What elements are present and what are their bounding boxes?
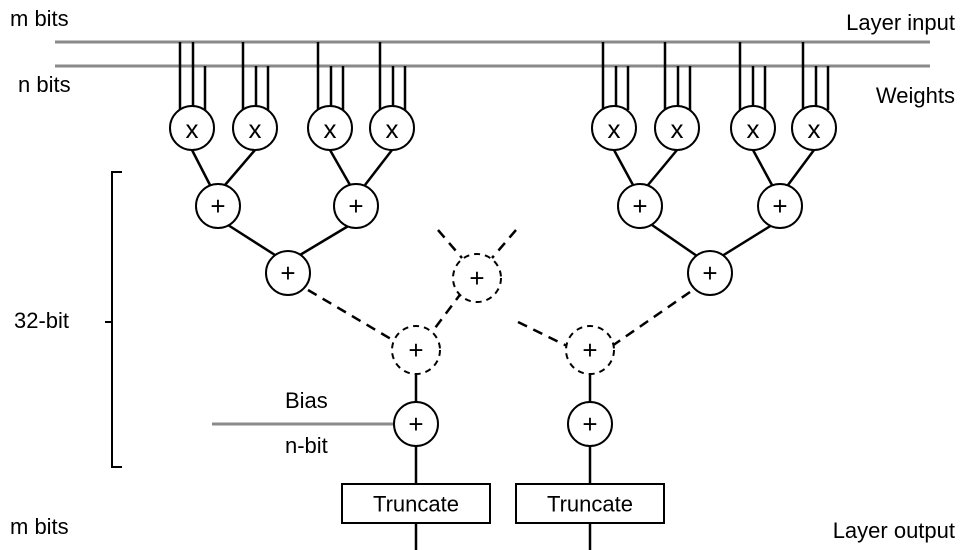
svg-text:x: x	[608, 114, 621, 144]
right-input-taps	[601, 42, 830, 110]
label-32-bit: 32-bit	[14, 308, 69, 333]
label-m-bits-top: m bits	[10, 6, 69, 31]
svg-text:+: +	[348, 191, 363, 221]
multiplier-node: x	[169, 105, 215, 151]
left-input-taps	[178, 42, 407, 110]
multiplier-node: x	[791, 105, 837, 151]
svg-text:+: +	[408, 409, 423, 439]
svg-text:+: +	[632, 191, 647, 221]
multiplier-node: x	[591, 105, 637, 151]
svg-text:+: +	[702, 258, 717, 288]
svg-text:+: +	[469, 263, 484, 293]
svg-text:x: x	[671, 114, 684, 144]
dashed-adder-node: +	[565, 325, 615, 375]
adder-node: +	[265, 250, 311, 296]
adder-node: +	[333, 183, 379, 229]
svg-text:x: x	[747, 114, 760, 144]
svg-text:+: +	[582, 409, 597, 439]
truncate-label: Truncate	[547, 492, 633, 517]
multiplier-node: x	[730, 105, 776, 151]
truncate-box-right: Truncate	[515, 483, 665, 524]
svg-text:x: x	[249, 114, 262, 144]
svg-text:x: x	[186, 114, 199, 144]
adder-nodes: + + + + + + + +	[195, 183, 803, 447]
multiplier-nodes: x x x x x x x x	[169, 105, 837, 151]
label-n-bits: n bits	[18, 72, 71, 97]
dashed-adder-node: +	[391, 325, 441, 375]
32-bit-bracket	[111, 171, 122, 468]
label-bias: Bias	[285, 388, 328, 413]
label-m-bits-bottom: m bits	[10, 514, 69, 539]
svg-text:+: +	[582, 335, 597, 365]
truncate-label: Truncate	[373, 492, 459, 517]
adder-node: +	[757, 183, 803, 229]
dashed-adder-node: +	[452, 253, 502, 303]
truncate-box-left: Truncate	[341, 483, 491, 524]
label-layer-output: Layer output	[833, 518, 955, 543]
multiplier-node: x	[654, 105, 700, 151]
svg-text:+: +	[772, 191, 787, 221]
bias-adder-node: +	[567, 401, 613, 447]
svg-text:+: +	[280, 258, 295, 288]
solid-connections	[190, 149, 816, 550]
dashed-adder-nodes: + + +	[391, 253, 615, 375]
adder-node: +	[617, 183, 663, 229]
bias-adder-node: +	[393, 401, 439, 447]
label-layer-input: Layer input	[846, 10, 955, 35]
svg-text:+: +	[210, 191, 225, 221]
svg-text:x: x	[324, 114, 337, 144]
label-weights: Weights	[876, 83, 955, 108]
multiplier-node: x	[369, 105, 415, 151]
label-n-bit: n-bit	[285, 433, 328, 458]
svg-text:x: x	[808, 114, 821, 144]
adder-node: +	[195, 183, 241, 229]
multiplier-node: x	[232, 105, 278, 151]
multiplier-node: x	[307, 105, 353, 151]
adder-node: +	[687, 250, 733, 296]
svg-text:+: +	[408, 335, 423, 365]
dashed-connections	[307, 229, 691, 348]
svg-text:x: x	[386, 114, 399, 144]
